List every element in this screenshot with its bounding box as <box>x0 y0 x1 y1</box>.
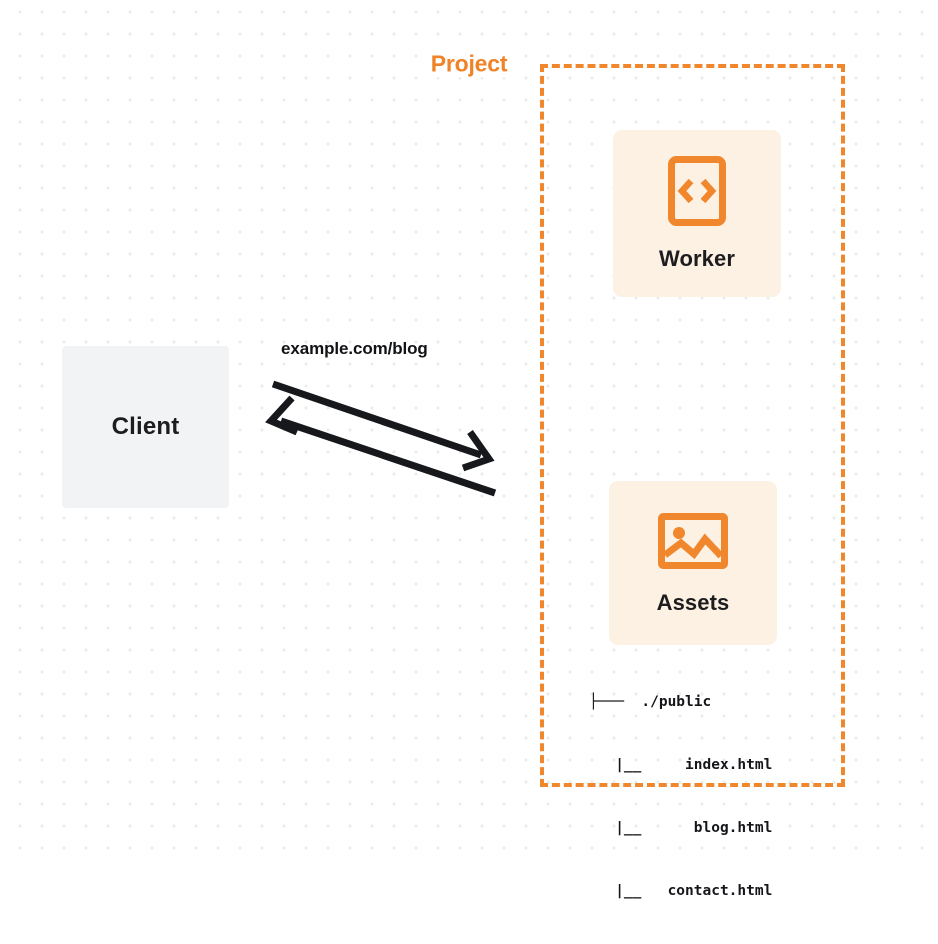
worker-card[interactable]: Worker <box>613 130 781 297</box>
image-icon <box>657 511 729 576</box>
file-tree-row: |__ index.html <box>589 757 773 773</box>
connector-url-label: example.com/blog <box>281 339 428 358</box>
project-title: Project <box>423 50 515 78</box>
file-tree-row: |__ blog.html <box>589 820 773 836</box>
code-brackets-icon <box>667 155 727 232</box>
assets-card[interactable]: Assets <box>609 481 777 645</box>
client-label: Client <box>111 413 180 440</box>
diagram-canvas: Client example.com/blog Project Worker <box>0 0 938 899</box>
file-tree-row: |__ contact.html <box>589 883 773 899</box>
file-tree-row: ├─── ./public <box>589 694 712 710</box>
assets-card-label: Assets <box>656 589 730 615</box>
response-arrow-icon <box>265 395 497 497</box>
request-arrow-icon <box>271 380 495 472</box>
client-node[interactable]: Client <box>62 346 229 508</box>
project-container <box>540 64 845 787</box>
worker-card-label: Worker <box>659 246 735 271</box>
assets-file-tree: ├─── ./public |__ index.html |__ blog.ht… <box>589 650 772 944</box>
